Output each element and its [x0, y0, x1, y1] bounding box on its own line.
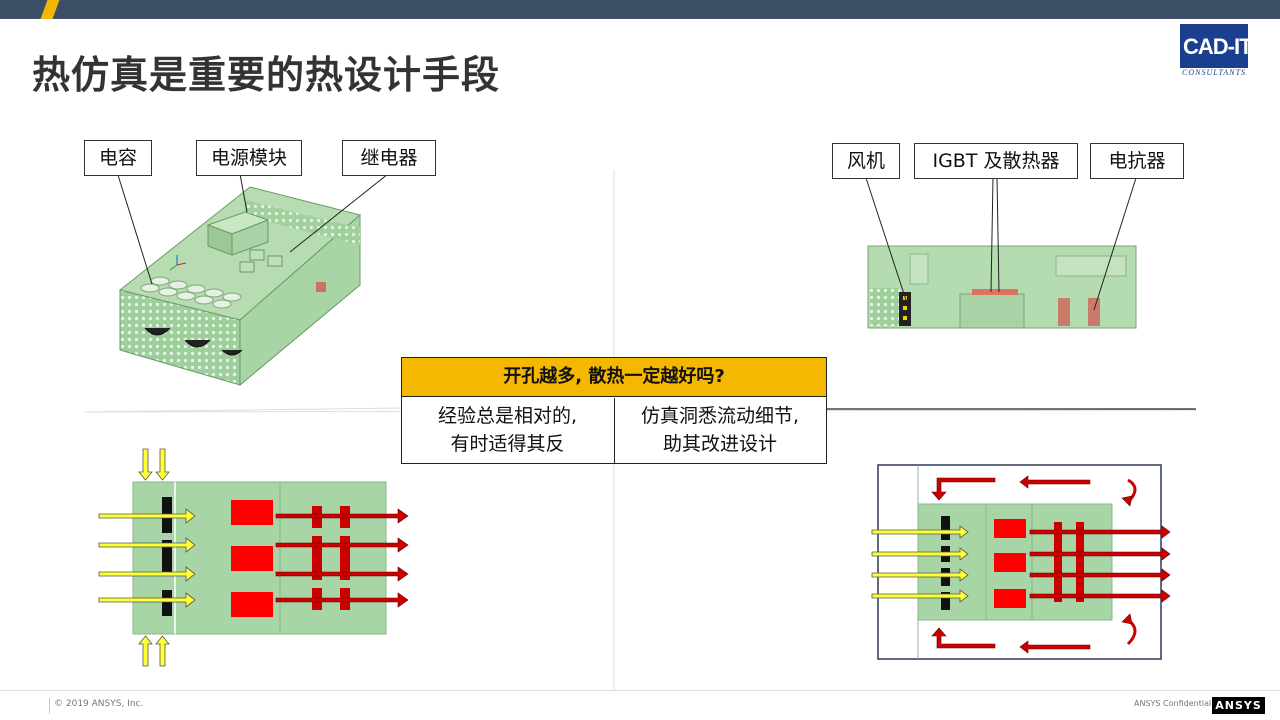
- flow-diagram-improved: [871, 464, 1171, 660]
- flow-diagram-original: [98, 448, 409, 667]
- question-box: 开孔越多, 散热一定越好吗? 经验总是相对的, 有时适得其反 仿真洞悉流动细节,…: [401, 357, 827, 464]
- label-reactor: 电抗器: [1090, 143, 1184, 179]
- cad-it-logo: CAD-IT CONSULTANTS: [1180, 24, 1276, 80]
- label-power-module: 电源模块: [196, 140, 302, 176]
- label-relay: 继电器: [342, 140, 436, 176]
- logo-text: CAD-IT: [1183, 34, 1253, 59]
- answer-experience: 经验总是相对的, 有时适得其反: [437, 405, 578, 455]
- label-capacitor: 电容: [84, 140, 152, 176]
- footer-divider: [0, 690, 1280, 691]
- cabinet-side-view: [867, 245, 1137, 329]
- answer-simulation: 仿真洞悉流动细节, 助其改进设计: [614, 398, 825, 463]
- ansys-logo: ANSYS: [1212, 697, 1265, 714]
- footer-confidential: ANSYS Confidential: [1134, 699, 1212, 708]
- header-bar: [0, 0, 1280, 19]
- enclosure-3d-model: [118, 186, 362, 387]
- question-header: 开孔越多, 散热一定越好吗?: [402, 358, 826, 397]
- slide-title: 热仿真是重要的热设计手段: [32, 53, 501, 97]
- footer-copyright: © 2019 ANSYS, Inc.: [54, 699, 144, 709]
- label-fan: 风机: [832, 143, 900, 179]
- label-igbt-heatsink: IGBT 及散热器: [914, 143, 1078, 179]
- logo-subtext: CONSULTANTS: [1182, 68, 1247, 77]
- footer-separator: [49, 698, 50, 714]
